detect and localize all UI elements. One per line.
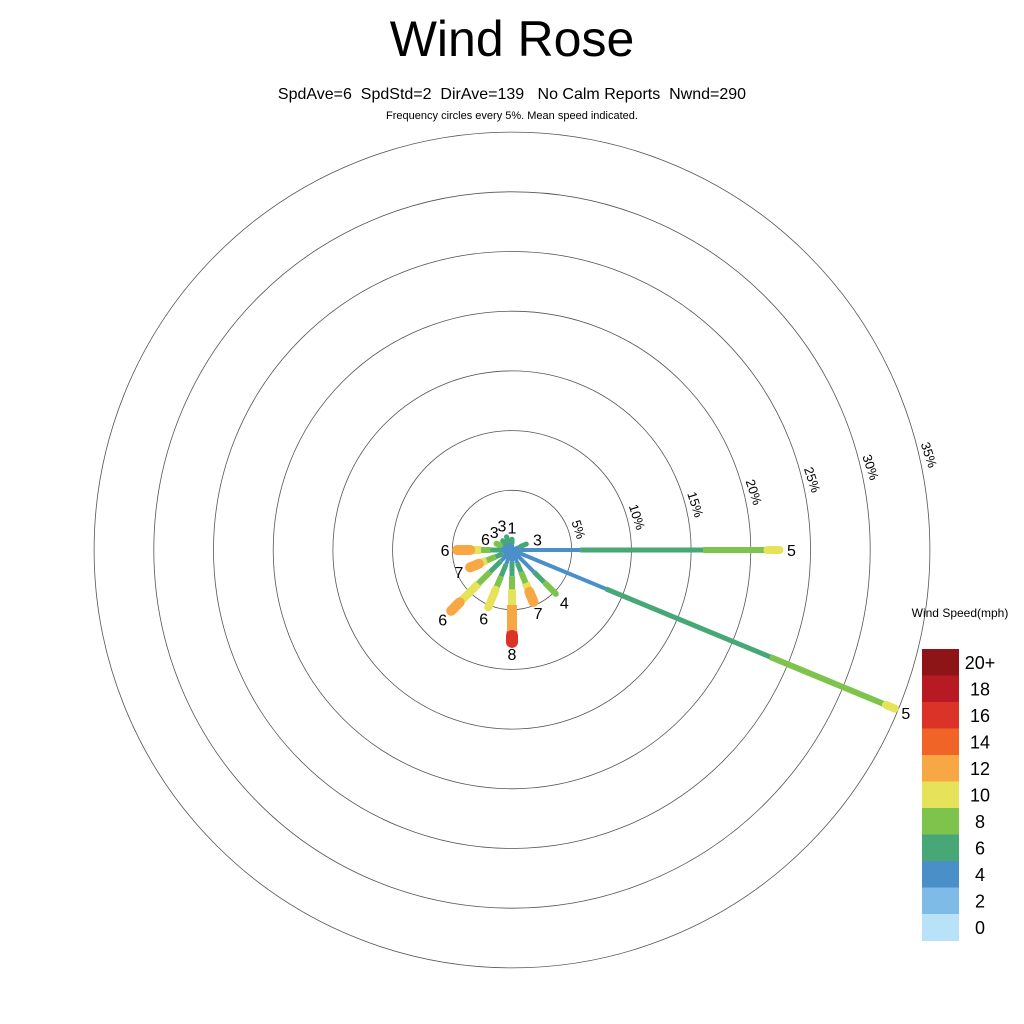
legend-label: 20+ [965, 653, 996, 673]
spoke-segment [524, 586, 539, 607]
spoke-segment [485, 554, 497, 564]
mean-speed-label: 3 [497, 519, 506, 536]
legend-swatch [922, 834, 959, 862]
mean-speed-label: 6 [479, 611, 488, 628]
legend-swatch [922, 887, 959, 915]
legend-swatch [922, 861, 959, 888]
mean-speed-label: 6 [481, 532, 490, 549]
chart-title: Wind Rose [389, 11, 635, 67]
chart-note: Frequency circles every 5%. Mean speed i… [386, 110, 638, 122]
spoke-segment [768, 654, 888, 708]
frequency-ring [213, 251, 811, 849]
spoke-segment [500, 538, 508, 546]
mean-speed-label: 7 [534, 606, 543, 623]
mean-speed-label: 6 [438, 612, 447, 629]
spoke-segment [515, 562, 524, 574]
spoke-segment [604, 586, 772, 660]
spoke-segment [511, 548, 607, 591]
mean-speed-label: 3 [533, 532, 542, 549]
legend-label: 6 [975, 839, 985, 859]
spoke-segment [498, 563, 509, 578]
legend-swatch [922, 808, 959, 835]
legend-label: 0 [975, 918, 985, 938]
mean-speed-label: 5 [901, 706, 910, 723]
spoke-segment [542, 580, 559, 597]
spoke-segment [476, 569, 493, 586]
legend-label: 14 [970, 733, 990, 753]
spoke-segment [493, 540, 503, 548]
mean-speed-label: 7 [455, 565, 464, 582]
spoke-segment [465, 558, 484, 573]
stats-line: SpdAve=6 SpdStd=2 DirAve=139 No Calm Rep… [277, 86, 747, 103]
legend-label: 2 [975, 892, 985, 912]
spoke-segment [484, 585, 500, 612]
mean-speed-label: 6 [441, 543, 450, 560]
legend-label: 12 [970, 759, 990, 779]
spoke-segment [494, 551, 505, 560]
mean-speed-label: 1 [508, 520, 517, 537]
legend-label: 8 [975, 812, 985, 832]
legend-swatch [922, 702, 959, 729]
legend-label: 16 [970, 706, 990, 726]
spoke-segment [504, 534, 511, 544]
legend-label: 10 [970, 786, 990, 806]
legend-swatch [922, 781, 959, 809]
frequency-ring [153, 191, 871, 909]
legend-swatch [922, 755, 959, 782]
mean-speed-label: 4 [560, 595, 569, 612]
legend-label: 4 [975, 865, 985, 885]
frequency-ring [93, 131, 931, 969]
spoke-segment [446, 597, 465, 616]
mean-speed-label: 5 [787, 543, 796, 560]
ring-label: 5% [569, 518, 589, 541]
legend-swatch [922, 914, 959, 941]
spoke-segment [488, 559, 503, 574]
mean-speed-label: 3 [490, 525, 499, 542]
spoke-segment [518, 570, 529, 585]
legend-title: Wind Speed(mph) [912, 606, 1009, 620]
legend-swatch [922, 675, 959, 703]
mean-speed-label: 8 [508, 647, 517, 664]
legend-swatch [922, 728, 959, 756]
legend-swatch [922, 649, 959, 676]
spoke-segment [518, 541, 529, 549]
legend-label: 18 [970, 680, 990, 700]
spoke-segment [881, 700, 899, 713]
